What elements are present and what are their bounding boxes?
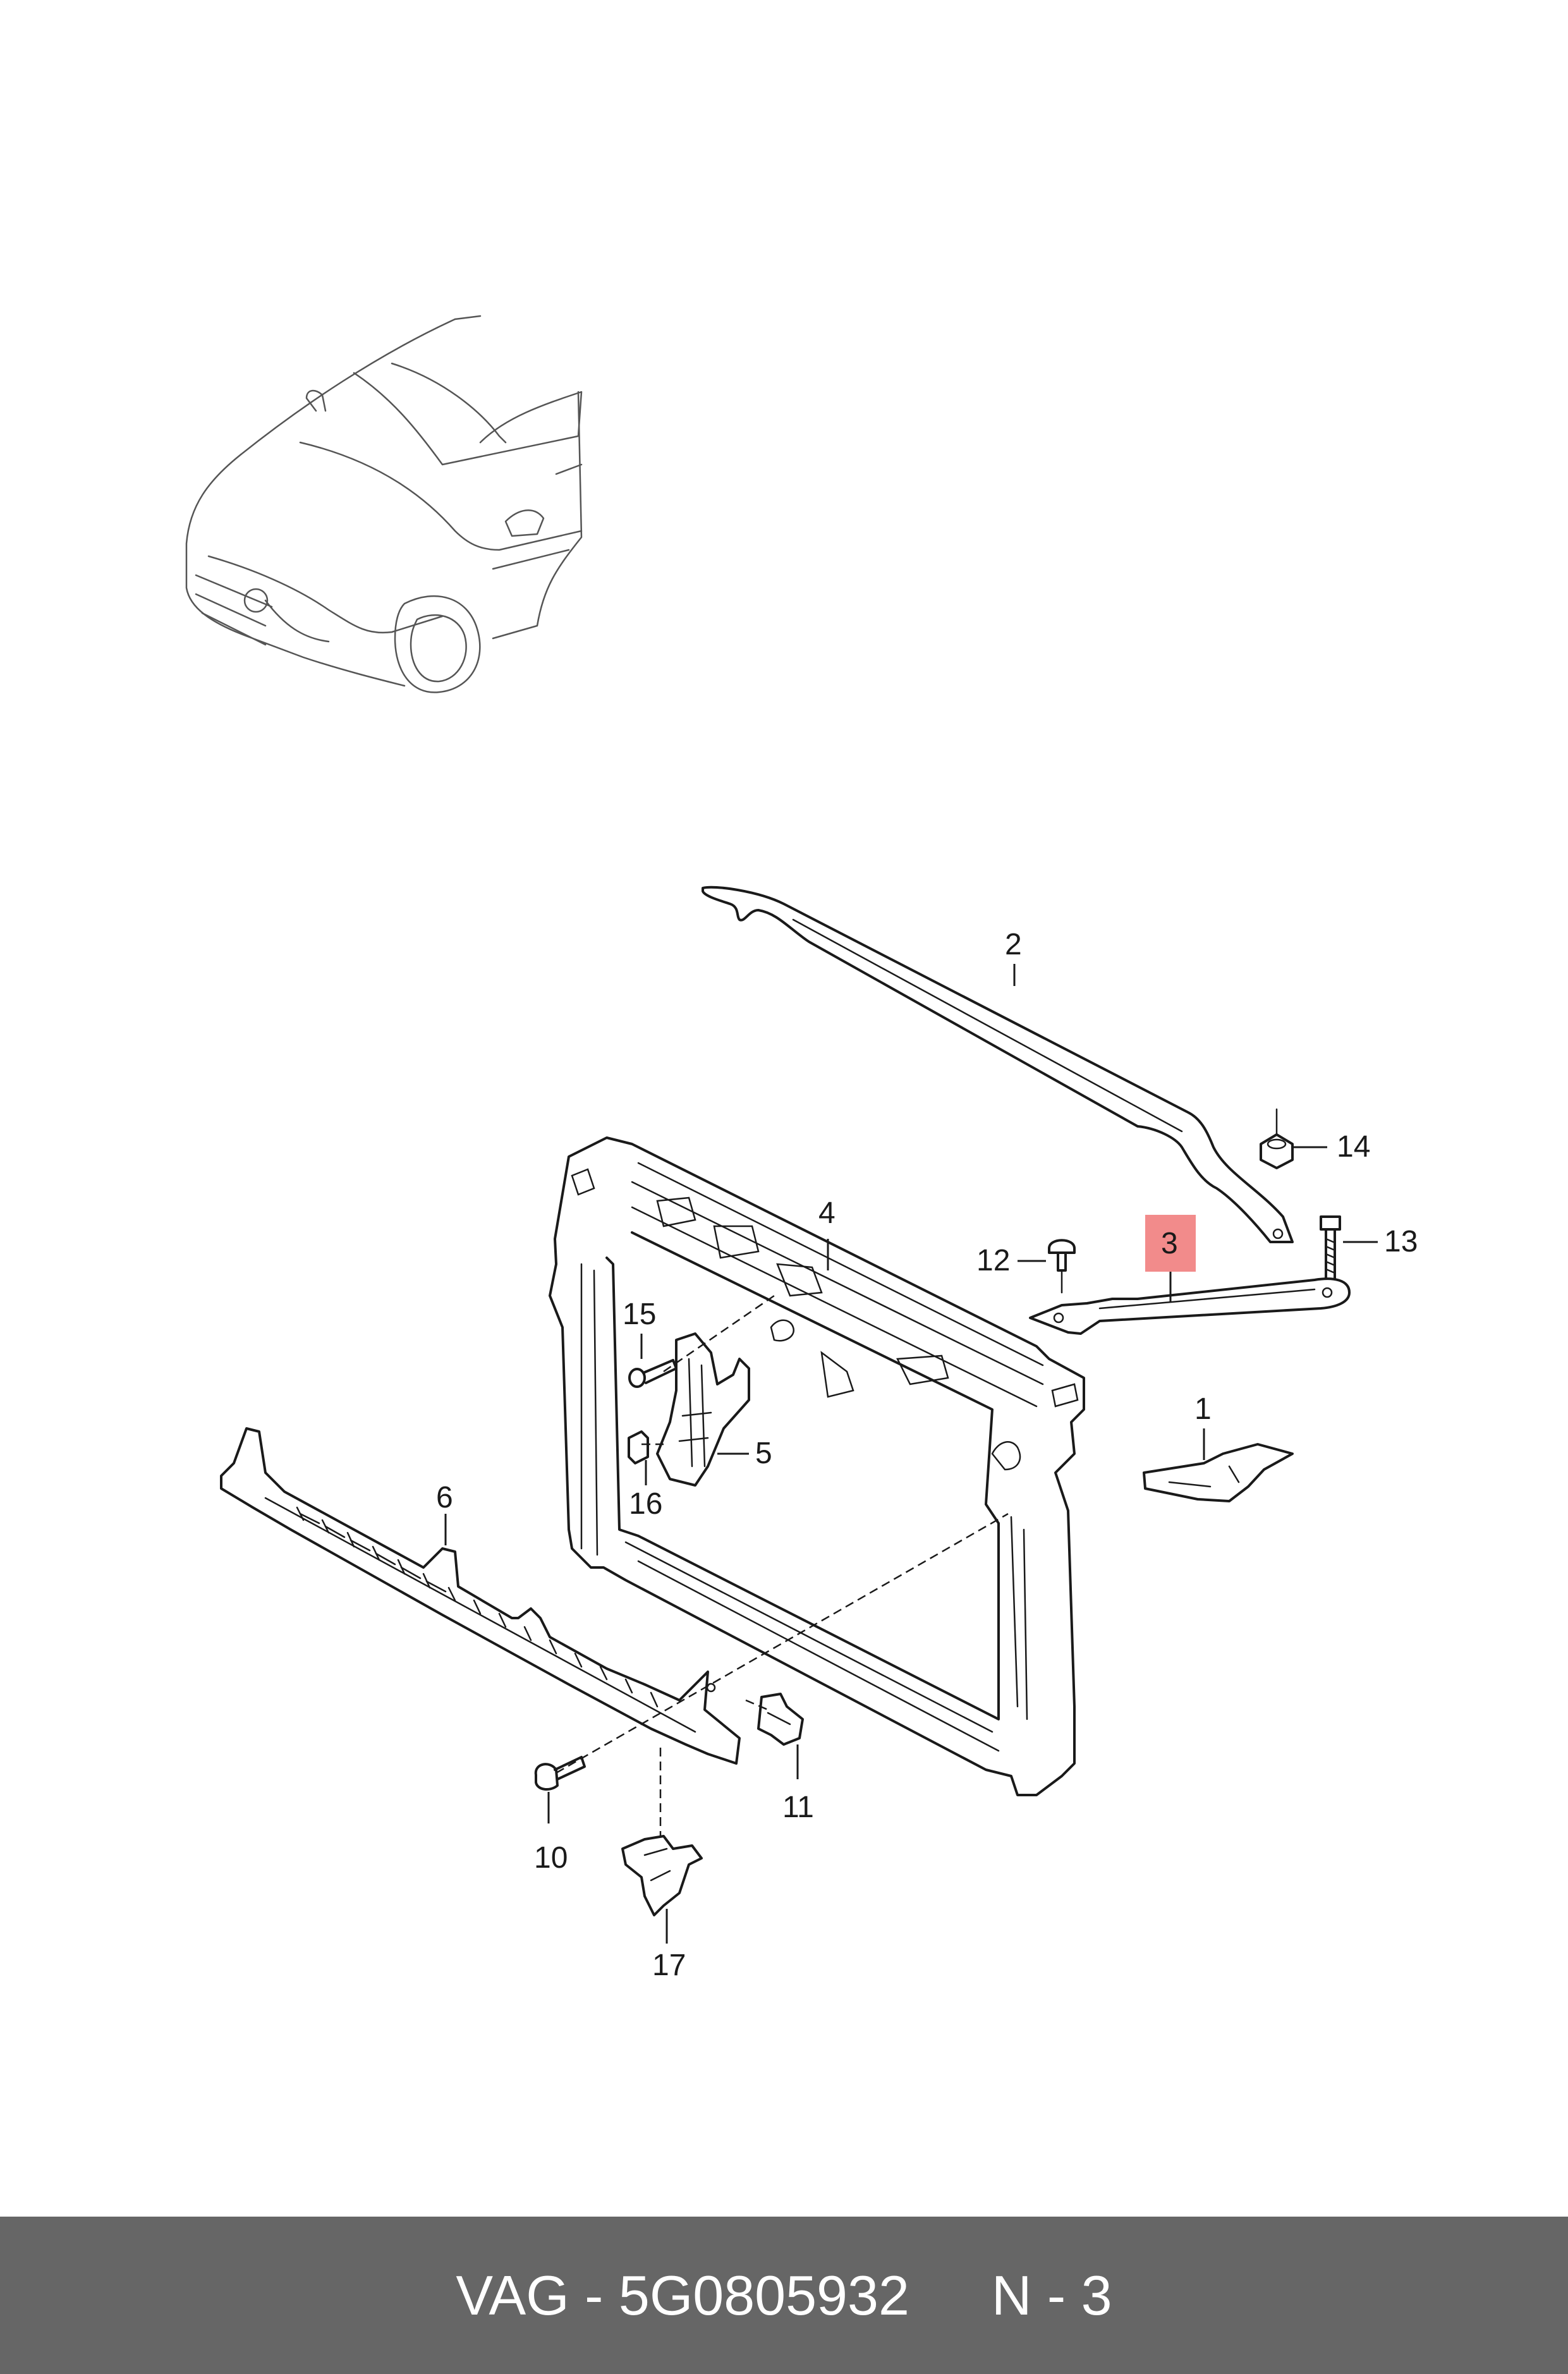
- part-13-bolt: [1320, 1215, 1341, 1281]
- callout-1: 1: [1194, 1392, 1212, 1426]
- callout-6: 6: [436, 1481, 453, 1514]
- callout-12: 12: [976, 1244, 1010, 1277]
- part-3-strut: [1029, 1277, 1351, 1335]
- callout-13: 13: [1384, 1225, 1418, 1258]
- callout-2: 2: [1005, 928, 1022, 961]
- part-16-clip: [628, 1430, 649, 1464]
- assembly-guide-lines: [556, 1294, 1009, 1836]
- part-number-footer: VAG - 5G0805932 N - 3: [0, 2217, 1568, 2374]
- part-6-lower-air-guide: [220, 1427, 741, 1765]
- part-2-upper-cross-member: [702, 886, 1294, 1243]
- callout-10: 10: [534, 1841, 568, 1875]
- callout-3-highlight: [1145, 1215, 1196, 1272]
- part-10-bolt: [534, 1756, 586, 1791]
- callout-11: 11: [782, 1791, 814, 1824]
- part-12-screw: [1048, 1239, 1076, 1294]
- part-17-bracket: [621, 1835, 703, 1916]
- callout-17: 17: [652, 1949, 686, 1982]
- callout-4: 4: [818, 1196, 836, 1230]
- callout-5: 5: [755, 1437, 772, 1470]
- callout-15: 15: [623, 1298, 656, 1331]
- callout-16: 16: [629, 1487, 662, 1521]
- part-11-clip: [757, 1693, 804, 1746]
- vehicle-overview-sketch: [185, 315, 583, 693]
- part-label: VAG - 5G0805932: [456, 2263, 909, 2327]
- part-5-lock-bracket: [656, 1332, 750, 1487]
- position-label: N - 3: [991, 2263, 1112, 2327]
- parts-diagram: 2 14 13 12 3 1: [185, 315, 1418, 1982]
- part-4-front-carrier: [549, 1136, 1085, 1796]
- callout-3: 3: [1161, 1227, 1178, 1260]
- part-14-nut: [1260, 1108, 1294, 1169]
- part-15-screw: [628, 1359, 678, 1388]
- callout-14: 14: [1337, 1130, 1370, 1164]
- part-1-bracket: [1143, 1443, 1294, 1502]
